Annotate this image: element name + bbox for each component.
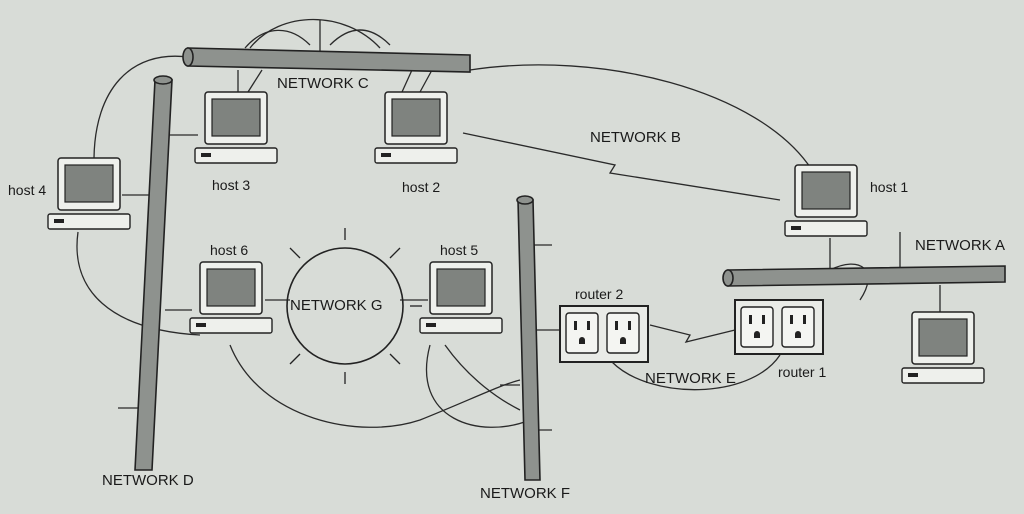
host-2-label: host 2 — [402, 179, 440, 195]
host-6-computer-icon — [189, 261, 273, 334]
network-a-computer-icon — [901, 311, 985, 384]
router-outlet-icon — [740, 306, 774, 348]
network-a-bus — [727, 265, 1006, 287]
host-1-label: host 1 — [870, 179, 908, 195]
router-outlet-icon — [565, 312, 599, 354]
host-3-label: host 3 — [212, 177, 250, 193]
network-a-label: NETWORK A — [915, 237, 1005, 254]
host-2-computer-icon — [374, 91, 458, 164]
host-1-computer-icon — [784, 164, 868, 237]
network-g-label: NETWORK G — [290, 297, 383, 314]
router-1-label: router 1 — [778, 364, 826, 380]
router-1-device — [734, 299, 824, 355]
router-outlet-icon — [781, 306, 815, 348]
network-d-bus — [134, 79, 173, 471]
network-b-label: NETWORK B — [590, 129, 681, 146]
host-4-computer-icon — [47, 157, 131, 230]
host-5-computer-icon — [419, 261, 503, 334]
network-e-label: NETWORK E — [645, 370, 736, 387]
host-3-computer-icon — [194, 91, 278, 164]
network-c-bus — [187, 47, 471, 73]
network-c-label: NETWORK C — [277, 75, 369, 92]
host-5-label: host 5 — [440, 242, 478, 258]
network-g-ring — [286, 228, 422, 384]
host-4-label: host 4 — [8, 182, 46, 198]
router-2-device — [559, 305, 649, 363]
network-f-bus — [517, 199, 541, 481]
network-f-label: NETWORK F — [480, 485, 570, 502]
router-outlet-icon — [606, 312, 640, 354]
host-6-label: host 6 — [210, 242, 248, 258]
router-2-label: router 2 — [575, 286, 623, 302]
network-d-label: NETWORK D — [102, 472, 194, 489]
